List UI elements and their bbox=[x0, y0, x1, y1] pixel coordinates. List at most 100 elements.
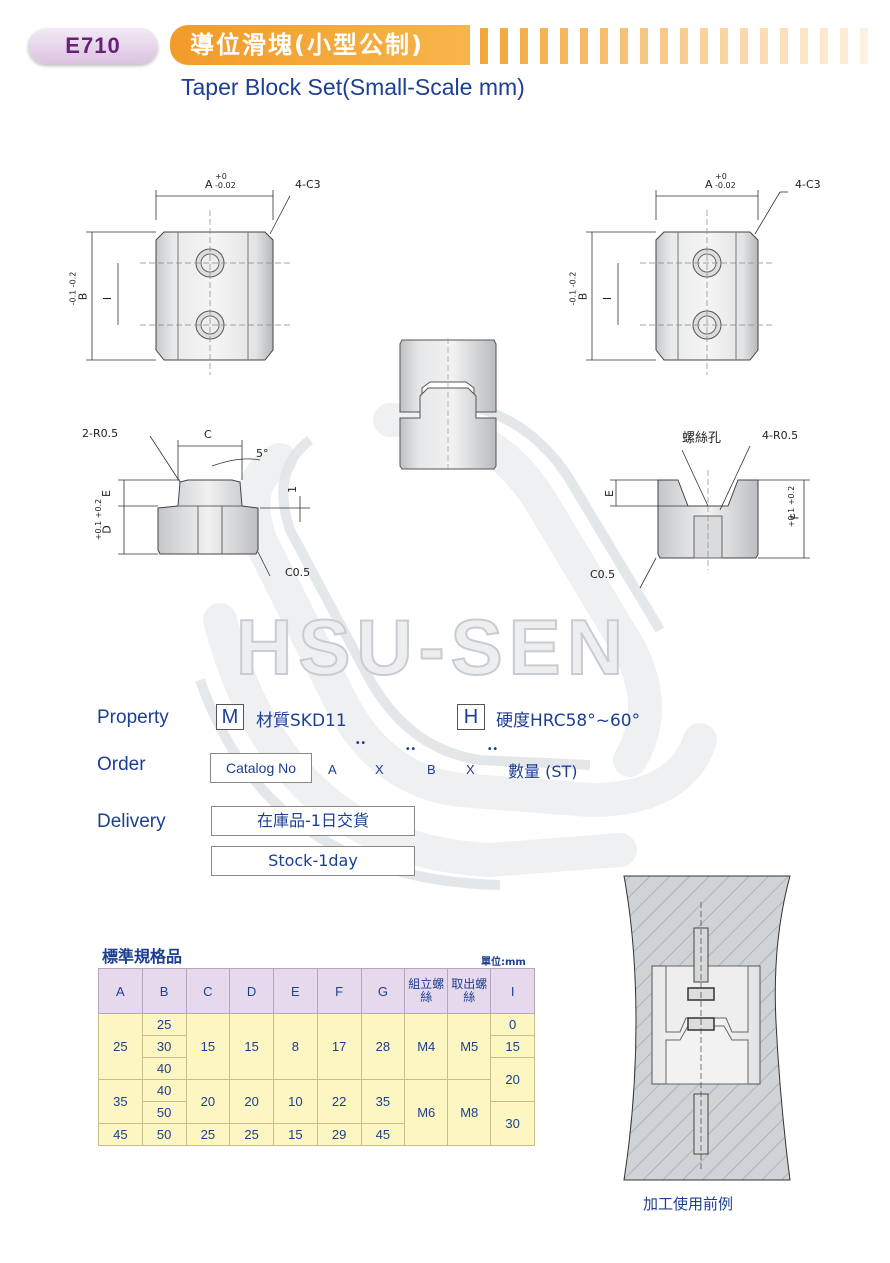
page-title-zh: 導位滑塊(小型公制) bbox=[190, 31, 424, 59]
table-row: 25 25 15 15 8 17 28 M4 M5 0 bbox=[98, 1013, 535, 1080]
cell-i: 0 bbox=[490, 1013, 535, 1036]
dim-e-label-right: E bbox=[602, 490, 616, 497]
cell-d: 15 bbox=[229, 1013, 274, 1080]
cell-assembly-screw: M4 bbox=[404, 1013, 449, 1080]
order-dots-3: •• bbox=[488, 744, 500, 755]
usage-example-drawing bbox=[623, 875, 791, 1181]
catalog-no-box: Catalog No bbox=[210, 753, 312, 783]
top-view-left bbox=[86, 190, 290, 375]
side-view-left bbox=[118, 435, 310, 577]
cell-b: 40 bbox=[141, 1079, 187, 1102]
tol-a-lower: -0.02 bbox=[215, 181, 236, 190]
cell-extract-screw: M5 bbox=[447, 1013, 492, 1080]
col-header-f: F bbox=[316, 968, 362, 1014]
hardness-text: 硬度HRC58°~60° bbox=[496, 711, 641, 731]
dim-1-label: 1 bbox=[286, 486, 299, 493]
tol-b-label: -0.1 -0.2 bbox=[68, 271, 78, 306]
col-header-i: I bbox=[490, 968, 535, 1014]
order-quantity: 數量 (ST) bbox=[508, 762, 578, 781]
cell-e: 15 bbox=[273, 1123, 318, 1146]
order-dots-1: •• bbox=[356, 738, 368, 749]
tol-a-upper-right: +0 bbox=[715, 172, 727, 181]
cell-c: 15 bbox=[185, 1013, 231, 1080]
cell-d: 25 bbox=[229, 1123, 274, 1146]
cell-c: 20 bbox=[185, 1079, 231, 1124]
order-dots-2: •• bbox=[406, 744, 418, 755]
chamfer-label-right: 4-C3 bbox=[795, 178, 821, 191]
angle-label: 5° bbox=[256, 447, 269, 460]
usage-example-caption: 加工使用前例 bbox=[643, 1195, 734, 1213]
dim-c-label: C bbox=[204, 428, 212, 441]
table-header-row: A B C D E F G 組立螺絲 取出螺絲 I bbox=[98, 968, 535, 1014]
col-header-b: B bbox=[141, 968, 187, 1014]
table-row: 40 20 bbox=[99, 1057, 535, 1102]
col-header-d: D bbox=[229, 968, 274, 1014]
table-unit: 單位:mm bbox=[481, 957, 526, 968]
radius-left-label: 2-R0.5 bbox=[82, 427, 119, 440]
screw-hole-label: 螺絲孔 bbox=[682, 431, 722, 446]
order-a: A bbox=[328, 762, 337, 777]
title-banner bbox=[170, 25, 470, 65]
cell-a: 25 bbox=[98, 1013, 143, 1080]
c05-right-label: C0.5 bbox=[590, 568, 616, 581]
order-b: B bbox=[427, 762, 436, 777]
delivery-label: Delivery bbox=[97, 811, 166, 832]
cell-g: 28 bbox=[360, 1013, 406, 1080]
delivery-zh-box: 在庫品-1日交貨 bbox=[211, 806, 415, 836]
tol-b-label-right: -0.1 -0.2 bbox=[568, 271, 578, 306]
cell-d: 20 bbox=[229, 1079, 274, 1124]
dim-b-label: B bbox=[76, 292, 90, 301]
col-header-a: A bbox=[98, 968, 143, 1014]
cell-g: 35 bbox=[360, 1079, 406, 1124]
tol-d-label: +0.1 +0.2 bbox=[94, 498, 104, 541]
table-row: 50 30 bbox=[99, 1101, 535, 1146]
c05-left-label: C0.5 bbox=[285, 566, 311, 579]
cell-f: 17 bbox=[316, 1013, 362, 1080]
delivery-en-box: Stock-1day bbox=[211, 846, 415, 876]
order-x2: X bbox=[466, 762, 475, 777]
cell-e: 8 bbox=[273, 1013, 318, 1080]
table-title: 標準規格品 bbox=[102, 947, 183, 966]
material-letter-box: M bbox=[216, 704, 244, 730]
col-header-extract-screw: 取出螺絲 bbox=[447, 968, 492, 1014]
material-text: 材質SKD11 bbox=[256, 711, 347, 731]
cell-b: 30 bbox=[141, 1035, 187, 1058]
order-x1: X bbox=[375, 762, 384, 777]
tol-a-lower-right: -0.02 bbox=[715, 181, 736, 190]
cell-e: 10 bbox=[273, 1079, 318, 1124]
dim-i-label: I bbox=[101, 296, 115, 301]
table-row: 45 50 25 25 15 29 45 bbox=[98, 1123, 535, 1146]
tol-f-label: +0.1 +0.2 bbox=[787, 485, 797, 528]
cell-i: 30 bbox=[490, 1101, 535, 1146]
dim-a-label-right: A bbox=[705, 178, 713, 191]
cell-assembly-screw: M6 bbox=[404, 1079, 449, 1146]
dim-a-label: A bbox=[205, 178, 213, 191]
tol-a-upper: +0 bbox=[215, 172, 227, 181]
property-label: Property bbox=[97, 707, 169, 728]
col-header-assembly-screw: 組立螺絲 bbox=[404, 968, 449, 1014]
table-row: 30 15 bbox=[99, 1035, 535, 1058]
cell-a: 35 bbox=[98, 1079, 143, 1124]
cell-g: 45 bbox=[360, 1123, 406, 1146]
cell-b: 40 bbox=[141, 1057, 187, 1080]
page-title-en: Taper Block Set(Small-Scale mm) bbox=[181, 74, 525, 100]
radius-right-label: 4-R0.5 bbox=[762, 429, 799, 442]
col-header-c: C bbox=[185, 968, 231, 1014]
catalog-code-badge: E710 bbox=[28, 28, 158, 64]
chamfer-label: 4-C3 bbox=[295, 178, 321, 191]
cell-c: 25 bbox=[185, 1123, 231, 1146]
cell-b: 25 bbox=[141, 1013, 187, 1036]
top-view-right bbox=[586, 190, 788, 375]
cell-b: 50 bbox=[141, 1101, 187, 1124]
header-stripes-fade bbox=[480, 28, 870, 64]
side-view-right bbox=[610, 445, 810, 589]
watermark-text: HSU-SEN bbox=[235, 602, 630, 692]
assembly-view bbox=[399, 338, 497, 472]
cell-i: 20 bbox=[490, 1057, 535, 1102]
hardness-letter-box: H bbox=[457, 704, 485, 730]
cell-f: 22 bbox=[316, 1079, 362, 1124]
cell-f: 29 bbox=[316, 1123, 362, 1146]
cell-extract-screw: M8 bbox=[447, 1079, 492, 1146]
dim-i-label-right: I bbox=[601, 296, 615, 301]
dim-b-label-right: B bbox=[576, 292, 590, 301]
